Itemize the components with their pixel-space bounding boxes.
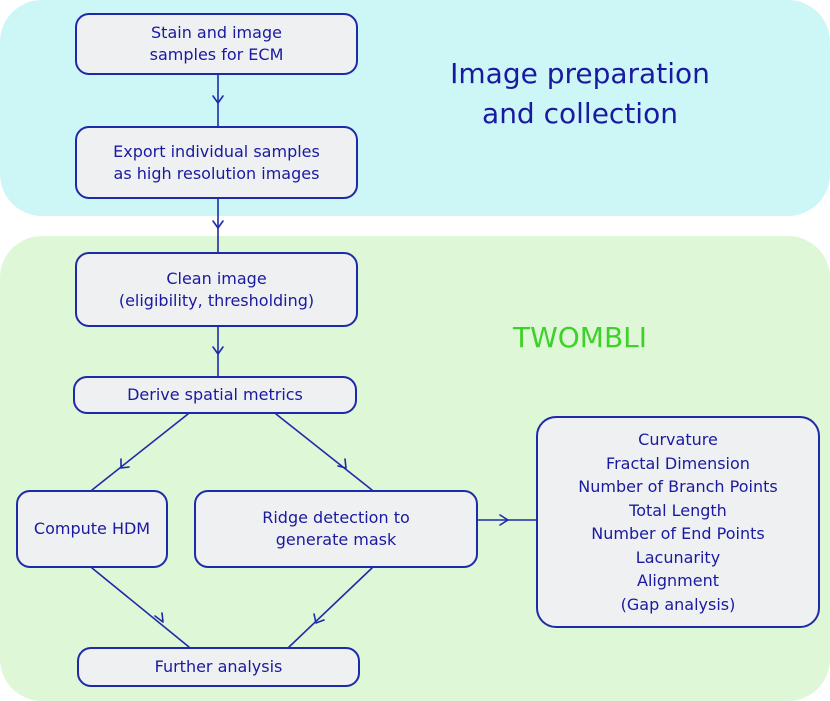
stain-image-box: Stain and image samples for ECM <box>75 13 358 75</box>
metric-item: Total Length <box>629 500 727 520</box>
ridge-detection-box: Ridge detection to generate mask <box>194 490 478 568</box>
clean-image-box: Clean image (eligibility, thresholding) <box>75 252 358 327</box>
image-preparation-title: Image preparation and collection <box>410 54 750 134</box>
metric-item: Fractal Dimension <box>606 453 750 473</box>
clean-box-line: (eligibility, thresholding) <box>118 290 315 310</box>
derive-box-line: Derive spatial metrics <box>127 385 303 404</box>
metric-item: Lacunarity <box>635 547 721 567</box>
export-samples-box: Export individual samples as high resolu… <box>75 126 358 199</box>
hdm-box-line: Compute HDM <box>33 519 151 538</box>
export-box-line: Export individual samples <box>113 141 320 161</box>
ridge-box-line: generate mask <box>275 530 397 549</box>
further-box-line: Further analysis <box>154 657 283 676</box>
metrics-list-box: Curvature Fractal Dimension Number of Br… <box>536 416 820 628</box>
stain-box-line: Stain and image <box>151 23 282 42</box>
twombli-title: TWOMBLI <box>512 321 648 354</box>
image-preparation-title-line-2: and collection <box>482 97 678 130</box>
metric-item: Number of Branch Points <box>578 477 778 496</box>
compute-hdm-box: Compute HDM <box>16 490 168 568</box>
stain-box-line: samples for ECM <box>149 45 284 64</box>
clean-box-line: Clean image <box>166 268 267 288</box>
further-analysis-box: Further analysis <box>77 647 360 687</box>
arrow-hdm-to-further <box>91 567 190 648</box>
arrow-ridge-to-further <box>288 567 373 648</box>
arrow-derive-to-hdm <box>91 413 189 491</box>
metric-item: (Gap analysis) <box>620 594 736 614</box>
export-box-line: as high resolution images <box>113 163 320 183</box>
metric-item: Curvature <box>638 430 718 449</box>
derive-metrics-box: Derive spatial metrics <box>73 376 357 414</box>
ridge-box-line: Ridge detection to <box>262 508 410 527</box>
arrow-derive-to-ridge <box>275 413 373 491</box>
metric-item: Alignment <box>637 571 719 590</box>
image-preparation-title-line-1: Image preparation <box>450 57 710 90</box>
metric-item: Number of End Points <box>591 524 765 543</box>
